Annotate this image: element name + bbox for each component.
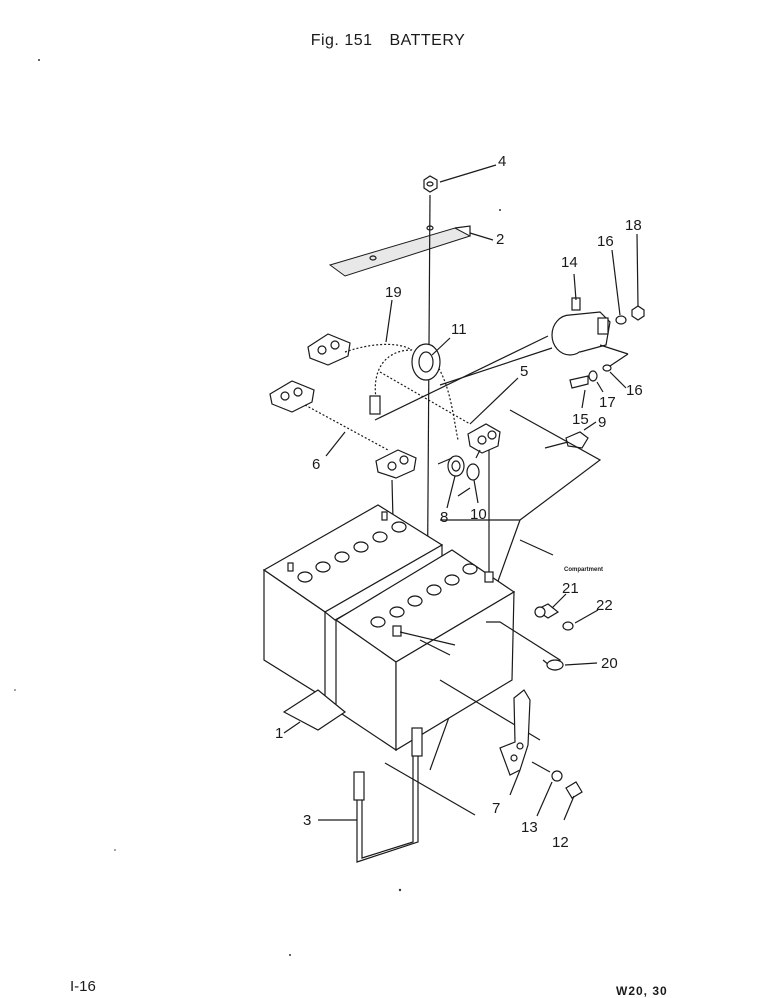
label-part-7: 7: [492, 800, 500, 817]
label-part-5: 5: [520, 363, 528, 380]
part-labels: 1 2 3 4 5 6 7 8 9 10 11 12 13 14 15 16 1…: [275, 153, 643, 851]
bolt-12-drawing: [551, 770, 583, 799]
figure-title: Fig. 151 BATTERY: [0, 32, 776, 50]
cover-11-drawing: [411, 343, 441, 381]
label-part-22: 22: [596, 597, 613, 614]
cable-5-drawing: [379, 354, 501, 454]
page-number: I-16: [70, 978, 96, 995]
mat-1-drawing: [282, 689, 347, 731]
nut-drawing: [423, 175, 438, 193]
model-code: W20, 30: [616, 984, 668, 998]
label-part-9: 9: [598, 414, 606, 431]
label-part-6: 6: [312, 456, 320, 473]
figure-number: Fig. 151: [310, 32, 373, 49]
label-part-17: 17: [599, 394, 616, 411]
battery-right-caps: [370, 563, 494, 637]
label-part-10: 10: [470, 506, 487, 523]
relay-14-drawing: [551, 297, 611, 356]
label-part-3: 3: [303, 812, 311, 829]
battery-left-caps: [287, 511, 407, 583]
label-part-2: 2: [496, 231, 504, 248]
battery-right-drawing: [334, 549, 516, 752]
leader-lines: [283, 164, 639, 821]
label-part-13: 13: [521, 819, 538, 836]
hook-bolt-3-drawing: [353, 727, 423, 863]
scan-specks: [14, 59, 501, 956]
bolt-21-drawing: [534, 603, 574, 631]
label-part-19: 19: [385, 284, 402, 301]
label-part-15: 15: [572, 411, 589, 428]
label-part-1: 1: [275, 725, 283, 742]
terminal-8-drawing: [437, 449, 481, 497]
cable-6-drawing: [269, 380, 417, 479]
compartment-label: Compartment: [564, 567, 603, 573]
cable-19-drawing: [307, 333, 413, 415]
figure-name: BATTERY: [389, 32, 466, 49]
hold-plate-drawing: [328, 225, 472, 277]
label-part-11: 11: [451, 321, 467, 338]
label-part-8: 8: [440, 509, 448, 526]
rod-20-drawing: [486, 621, 564, 671]
label-part-18: 18: [625, 217, 642, 234]
label-part-14: 14: [561, 254, 578, 271]
label-part-12: 12: [552, 834, 569, 851]
cap-9-drawing: [544, 431, 589, 449]
bracket-7-drawing: [499, 689, 531, 776]
label-part-4: 4: [498, 153, 506, 170]
label-part-16-top: 16: [597, 233, 614, 250]
label-part-20: 20: [601, 655, 618, 672]
battery-left-drawing: [262, 504, 444, 700]
label-part-21: 21: [562, 580, 579, 597]
label-part-16-bottom: 16: [626, 382, 643, 399]
relay-hardware-drawing: [569, 305, 645, 389]
